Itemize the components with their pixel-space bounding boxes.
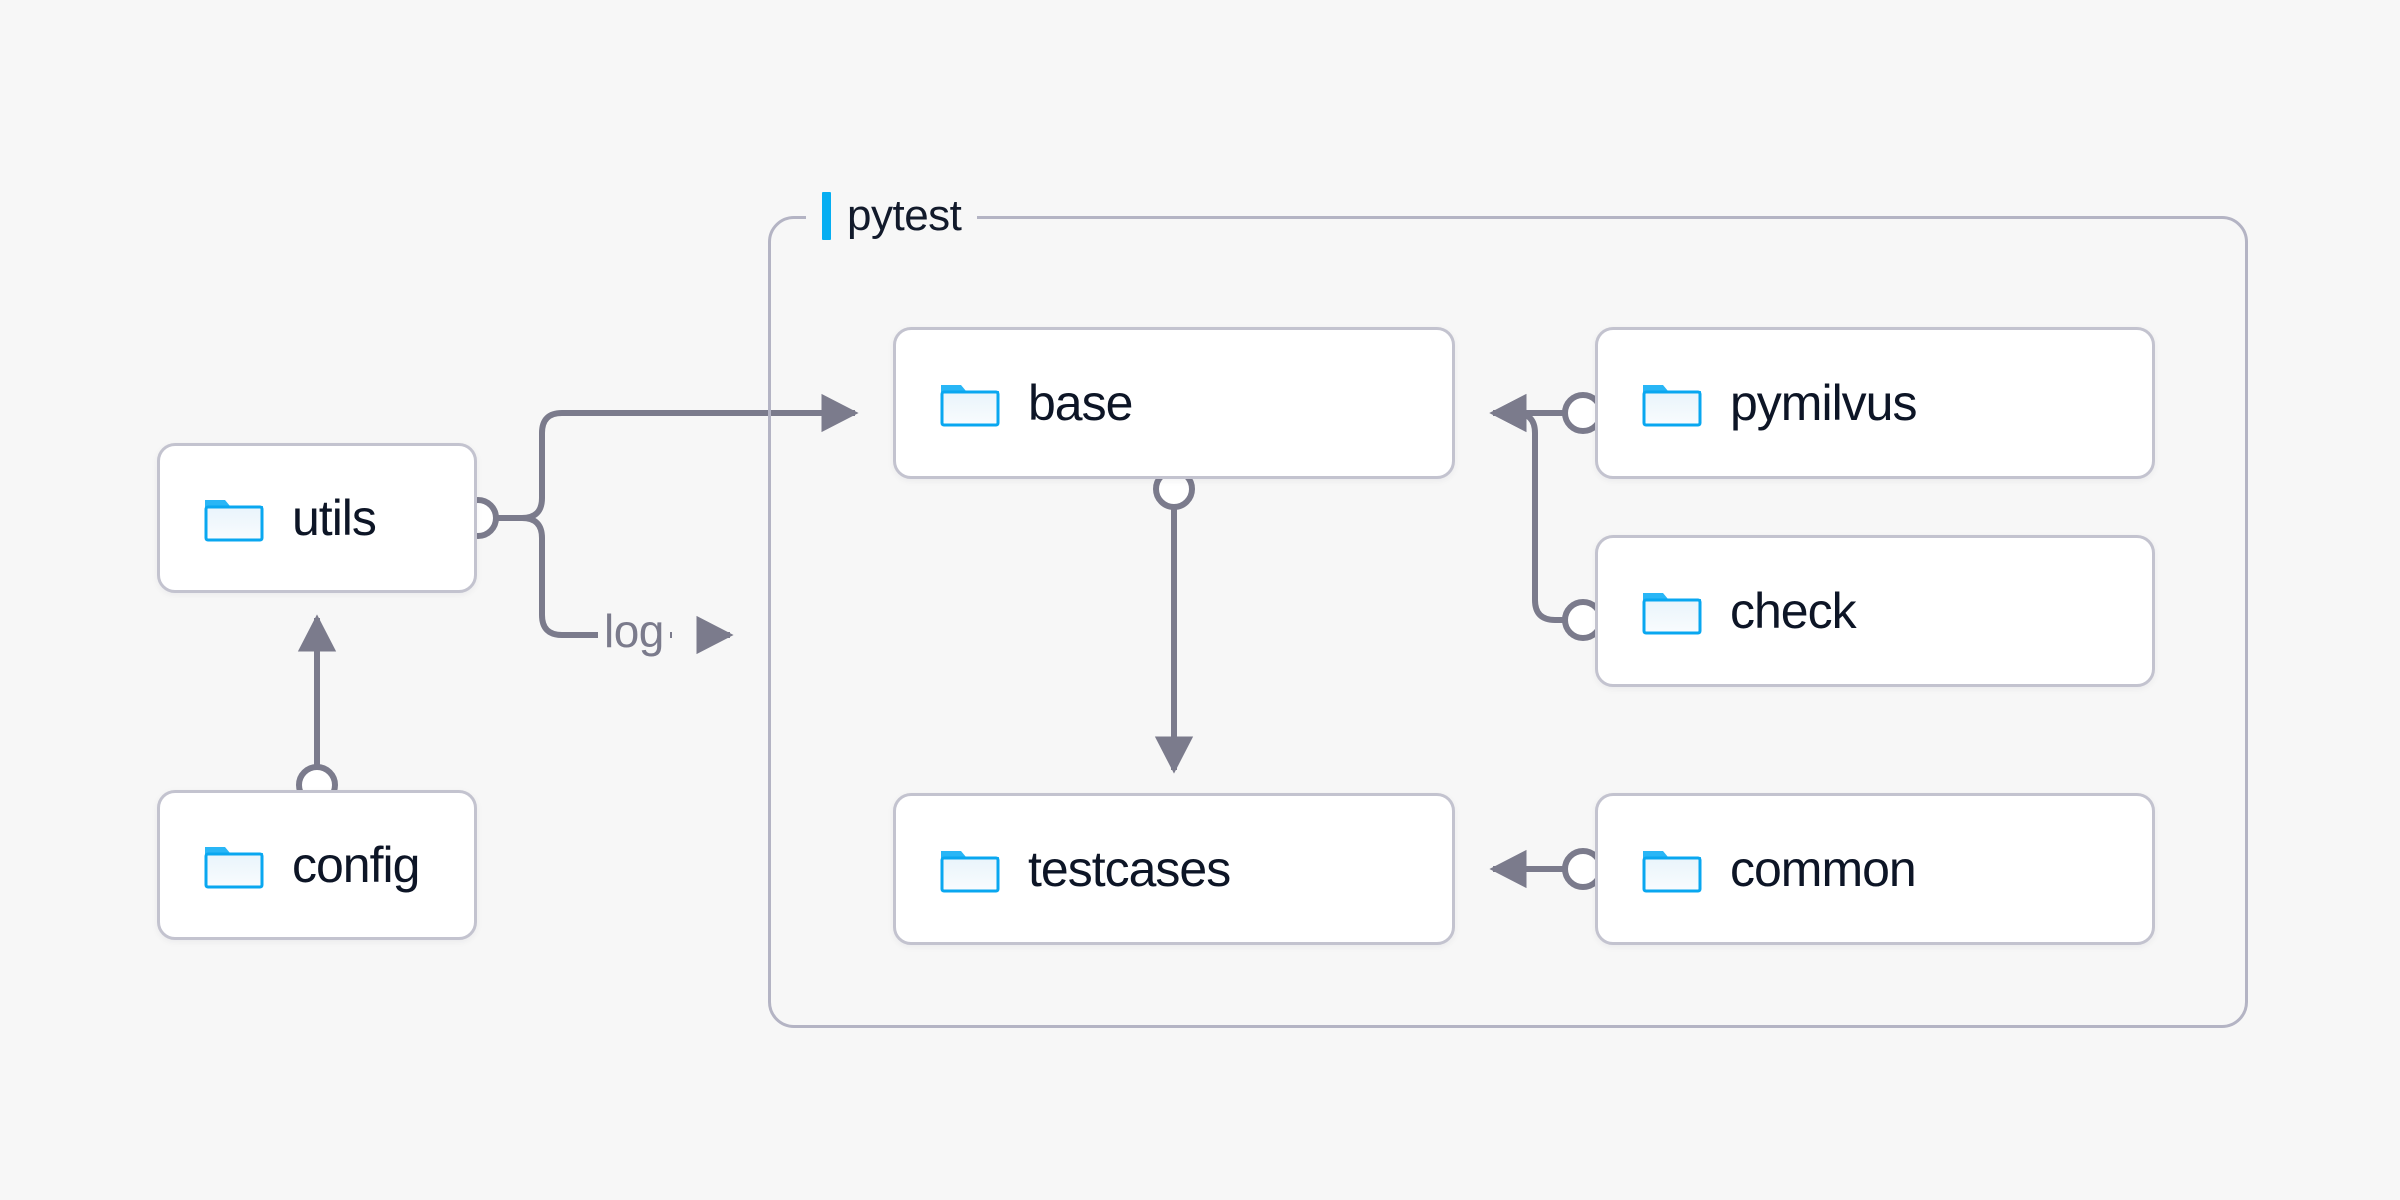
node-config[interactable]: config	[157, 790, 477, 940]
node-base[interactable]: base	[893, 327, 1455, 479]
edge-label-log: log	[598, 604, 670, 658]
group-container-pytest[interactable]	[768, 216, 2248, 1028]
accent-bar-icon	[822, 192, 831, 240]
node-check[interactable]: check	[1595, 535, 2155, 687]
node-pymilvus[interactable]: pymilvus	[1595, 327, 2155, 479]
node-utils[interactable]: utils	[157, 443, 477, 593]
folder-icon	[1642, 593, 1702, 635]
node-label-pymilvus: pymilvus	[1730, 375, 1917, 431]
group-label-text: pytest	[847, 191, 962, 240]
node-label-check: check	[1730, 583, 1857, 639]
group-label-pytest: pytest	[806, 188, 978, 244]
folder-icon	[204, 500, 264, 542]
folder-icon	[940, 851, 1000, 893]
folder-icon	[940, 385, 1000, 427]
node-label-common: common	[1730, 841, 1917, 897]
node-common[interactable]: common	[1595, 793, 2155, 945]
folder-icon	[1642, 851, 1702, 893]
node-label-testcases: testcases	[1028, 841, 1231, 897]
node-label-base: base	[1028, 375, 1133, 431]
node-testcases[interactable]: testcases	[893, 793, 1455, 945]
node-label-config: config	[292, 837, 420, 893]
folder-icon	[1642, 385, 1702, 427]
node-label-utils: utils	[292, 490, 377, 546]
folder-icon	[204, 847, 264, 889]
